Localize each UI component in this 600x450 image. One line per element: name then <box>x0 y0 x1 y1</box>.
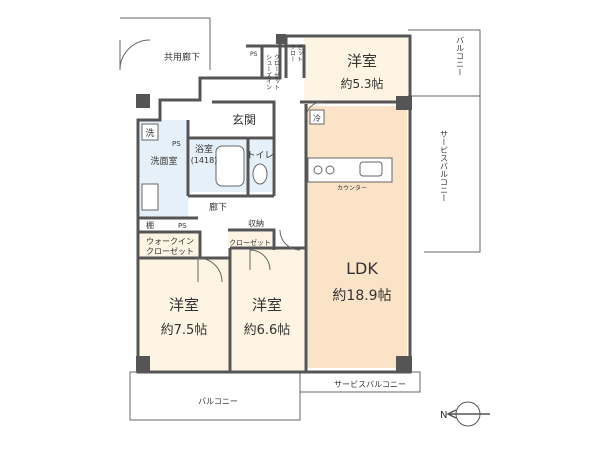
bedroom-left-area: 約7.5帖 <box>161 323 208 338</box>
corridor-outline <box>120 17 211 70</box>
storage-label: 収納 <box>248 218 264 228</box>
stove-burner-icon <box>325 165 335 175</box>
fixtures <box>119 39 393 283</box>
outer-wall <box>136 34 412 374</box>
walkin-floor <box>140 232 200 258</box>
balcony-right-outline <box>408 29 481 97</box>
walkin-label-2: クローゼット <box>146 246 194 256</box>
bedroom-mid-floor <box>232 248 304 370</box>
shoes-closet-label-1: シューズイン <box>265 54 272 90</box>
ps-label-walkin: PS <box>178 222 187 230</box>
door-swing-icon <box>279 229 301 251</box>
service-balcony-bottom-label: サービスバルコニー <box>334 380 406 389</box>
walkin-wall <box>138 230 202 258</box>
bedroom-left-floor <box>140 258 230 370</box>
shelf-label: 棚 <box>146 220 154 230</box>
fridge-mark: 冷 <box>313 113 321 123</box>
ldk-name: LDK <box>346 259 378 278</box>
bath-label: 浴室 <box>195 143 213 155</box>
washbasin-icon <box>141 183 159 211</box>
ldk-floor <box>307 106 407 368</box>
counter-label: カウンター <box>337 184 367 192</box>
north-label: N <box>440 410 447 421</box>
closet-floor <box>228 232 272 250</box>
entrance-wall <box>212 100 276 138</box>
door-swing-icon <box>197 257 223 283</box>
door-swing-icon <box>119 39 151 71</box>
bedrooms-top-wall <box>138 246 306 260</box>
bedroom-top-name: 洋室 <box>347 52 377 70</box>
bath-size: (1418) <box>191 156 218 165</box>
bedroom-left-name: 洋室 <box>169 296 199 314</box>
compass-arrow-icon <box>446 409 490 419</box>
fridge-icon <box>309 109 325 125</box>
column-sw <box>136 356 150 372</box>
wash-mark: 洗 <box>145 127 154 139</box>
top-closet-label-2: ゼット <box>296 43 303 62</box>
common-corridor-label: 共用廊下 <box>164 51 200 63</box>
bedroom-mid-name: 洋室 <box>252 296 282 314</box>
closet-wall <box>228 228 276 250</box>
balcony-right-label: バルコニー <box>456 36 465 76</box>
washroom-label: 洗面室 <box>150 155 177 167</box>
balcony-bottom-label: バルコニー <box>198 397 238 406</box>
bathtub-icon <box>215 145 245 187</box>
room-labels: 洋室 約5.3帖 LDK 約18.9帖 洋室 約7.5帖 洋室 約6.6帖 玄関… <box>145 43 391 338</box>
walls <box>136 34 412 374</box>
ps-label-top: PS <box>250 51 258 58</box>
outside-labels: 共用廊下 バルコニー サービスバルコニー サービスバルコニー バルコニー <box>164 36 465 406</box>
stove-burner-icon <box>313 165 323 175</box>
ps-label-wash: PS <box>172 140 181 148</box>
service-balcony-right-label: サービスバルコニー <box>440 130 449 202</box>
shoes-closet-label-2: クローゼット <box>273 54 280 90</box>
toilet-icon <box>252 163 268 185</box>
balcony-bottom-outline <box>129 371 301 421</box>
column-nw <box>136 94 150 108</box>
bedroom-top-floor <box>304 38 408 102</box>
bedroom-mid-area: 約6.6帖 <box>244 323 291 338</box>
entrance-label: 玄関 <box>232 112 256 127</box>
column-top <box>276 34 286 44</box>
ldk-area: 約18.9帖 <box>332 288 391 304</box>
washer-icon <box>141 123 159 141</box>
column-ne <box>396 96 412 110</box>
door-swing-icon <box>249 249 271 271</box>
top-closet-label-1: クロー <box>289 44 296 62</box>
columns <box>136 34 412 372</box>
sink-icon <box>359 161 383 177</box>
walkin-label-1: ウォークイン <box>146 237 194 246</box>
closet-label: クローゼット <box>229 238 271 247</box>
hallway-label: 廊下 <box>209 201 227 213</box>
service-balcony-right-outline <box>424 95 481 253</box>
door-swing-icon <box>305 101 323 119</box>
toilet-label: トイレ <box>246 151 273 161</box>
column-se <box>396 356 412 372</box>
bedroom-top-area: 約5.3帖 <box>340 76 383 91</box>
north-compass: N <box>440 401 490 427</box>
